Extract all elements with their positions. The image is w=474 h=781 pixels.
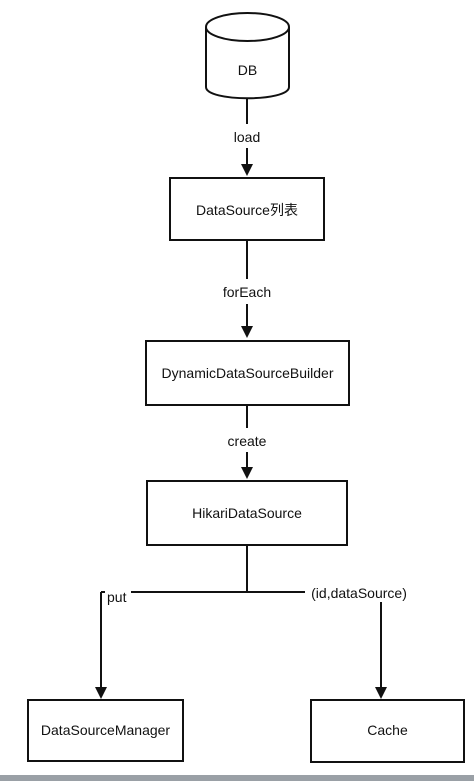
datasource-list-label: DataSource列表 — [196, 202, 298, 218]
edge-for-each: forEach — [223, 240, 271, 338]
edge-for-each-arrowhead — [241, 326, 253, 338]
manager-box — [27, 699, 184, 762]
edge-create-label: create — [228, 433, 267, 449]
cache-node: Cache — [310, 699, 465, 763]
hikari-node: HikariDataSource — [146, 480, 348, 546]
edge-create: create — [228, 405, 267, 479]
edge-for-each-label: forEach — [223, 284, 271, 300]
manager-node: DataSourceManager — [27, 699, 184, 762]
edge-load-arrowhead — [241, 164, 253, 176]
edge-id-data-source-label-background — [305, 584, 411, 602]
builder-node: DynamicDataSourceBuilder — [145, 340, 350, 406]
manager-label: DataSourceManager — [41, 722, 171, 738]
cache-box — [310, 699, 465, 763]
edge-load: load — [234, 99, 260, 176]
edge-id-data-source-label: (id,dataSource) — [311, 585, 407, 601]
builder-box — [145, 340, 350, 406]
builder-label: DynamicDataSourceBuilder — [162, 365, 334, 381]
hikari-label: HikariDataSource — [192, 505, 302, 521]
datasource-list-node: DataSource列表 — [169, 177, 325, 241]
datasource-list-box — [169, 177, 325, 241]
bottom-border — [0, 775, 474, 781]
edge-id-data-source: (id,dataSource) — [305, 584, 411, 699]
edge-put-label: put — [107, 589, 127, 605]
edge-load-label: load — [234, 129, 260, 145]
db-node: DB — [205, 12, 290, 100]
edge-put: put — [95, 586, 131, 699]
db-cylinder-body — [205, 27, 290, 100]
edge-put-label-background — [105, 586, 131, 604]
db-cylinder-top — [205, 12, 290, 42]
edge-id-data-source-arrowhead — [375, 687, 387, 699]
cache-label: Cache — [367, 722, 408, 738]
db-label: DB — [238, 62, 257, 78]
edge-put-arrowhead — [95, 687, 107, 699]
edge-create-arrowhead — [241, 467, 253, 479]
